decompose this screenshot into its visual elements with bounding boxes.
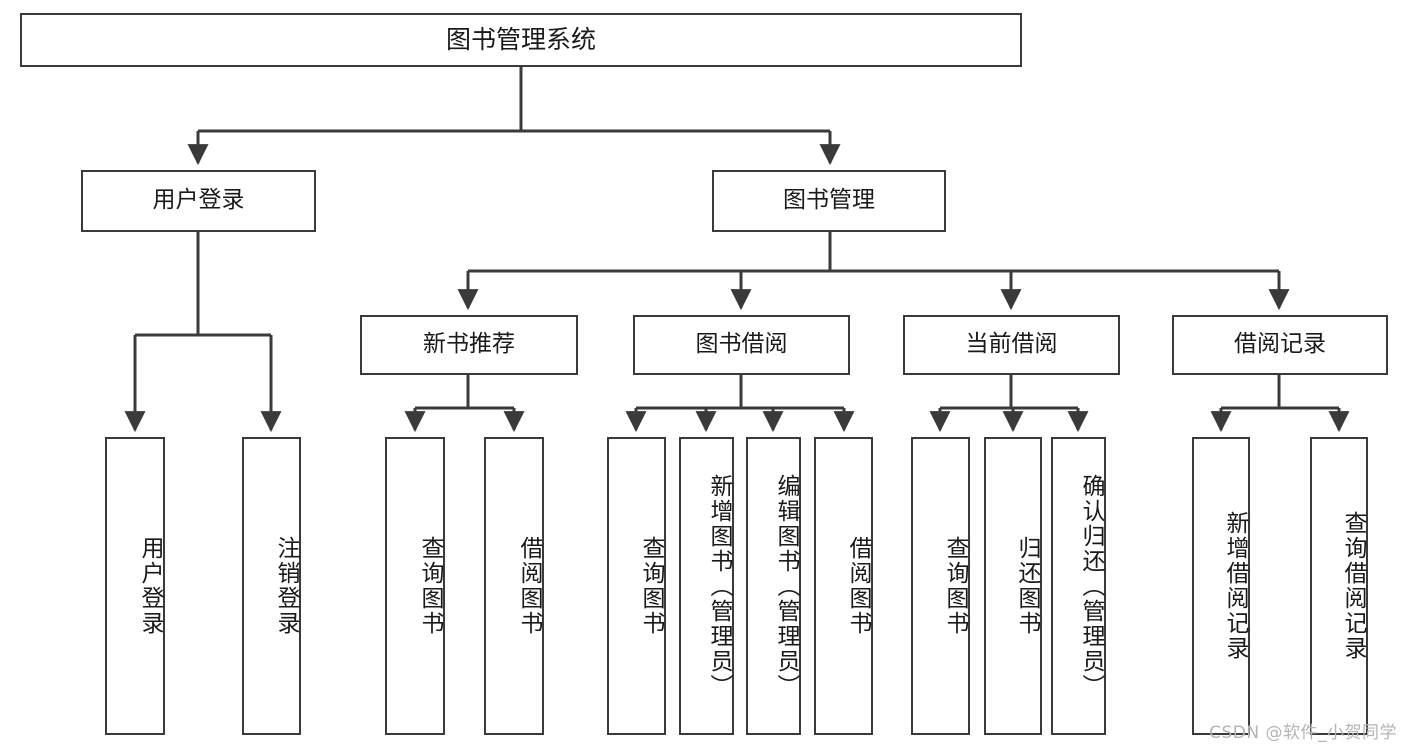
node-leaf-6[interactable]: 编辑图书（管理员） — [746, 437, 801, 735]
node-leaf-0[interactable]: 用户登录 — [105, 437, 165, 735]
node-root-label: 图书管理系统 — [445, 25, 596, 55]
node-subbranch-1[interactable]: 图书借阅 — [633, 315, 850, 375]
node-leaf-4[interactable]: 查询图书 — [607, 437, 666, 735]
node-leaf-2-label: 查询图书 — [417, 536, 443, 636]
node-leaf-5-label: 新增图书（管理员） — [706, 473, 732, 699]
node-leaf-11-label: 新增借阅记录 — [1222, 511, 1248, 661]
node-leaf-9-label: 归还图书 — [1014, 536, 1040, 636]
node-subbranch-2-label: 当前借阅 — [965, 331, 1058, 358]
node-subbranch-0[interactable]: 新书推荐 — [360, 315, 578, 375]
node-subbranch-3[interactable]: 借阅记录 — [1172, 315, 1388, 375]
node-subbranch-2[interactable]: 当前借阅 — [903, 315, 1120, 375]
node-branch-1[interactable]: 图书管理 — [712, 170, 946, 232]
node-leaf-0-label: 用户登录 — [137, 536, 163, 636]
node-leaf-1[interactable]: 注销登录 — [242, 437, 301, 735]
node-leaf-7-label: 借阅图书 — [845, 536, 871, 636]
node-leaf-12-label: 查询借阅记录 — [1340, 511, 1366, 661]
node-branch-0[interactable]: 用户登录 — [81, 170, 316, 232]
node-leaf-8-label: 查询图书 — [942, 536, 968, 636]
node-leaf-10-label: 确认归还（管理员） — [1078, 473, 1104, 699]
node-leaf-8[interactable]: 查询图书 — [911, 437, 970, 735]
node-leaf-7[interactable]: 借阅图书 — [814, 437, 873, 735]
node-root[interactable]: 图书管理系统 — [20, 13, 1022, 67]
node-leaf-3[interactable]: 借阅图书 — [484, 437, 544, 735]
node-leaf-4-label: 查询图书 — [638, 536, 664, 636]
csdn-watermark: CSDN @软件_小贺同学 — [1209, 723, 1397, 743]
node-branch-1-label: 图书管理 — [783, 187, 875, 214]
node-subbranch-3-label: 借阅记录 — [1234, 331, 1326, 358]
node-leaf-10[interactable]: 确认归还（管理员） — [1051, 437, 1106, 735]
node-leaf-3-label: 借阅图书 — [516, 536, 542, 636]
node-leaf-6-label: 编辑图书（管理员） — [773, 473, 799, 699]
node-leaf-11[interactable]: 新增借阅记录 — [1192, 437, 1250, 735]
node-leaf-5[interactable]: 新增图书（管理员） — [679, 437, 734, 735]
node-leaf-1-label: 注销登录 — [273, 536, 299, 636]
node-subbranch-0-label: 新书推荐 — [423, 331, 515, 358]
node-leaf-9[interactable]: 归还图书 — [984, 437, 1042, 735]
node-leaf-12[interactable]: 查询借阅记录 — [1310, 437, 1368, 735]
node-subbranch-1-label: 图书借阅 — [695, 331, 788, 358]
node-leaf-2[interactable]: 查询图书 — [385, 437, 445, 735]
node-branch-0-label: 用户登录 — [152, 187, 245, 214]
